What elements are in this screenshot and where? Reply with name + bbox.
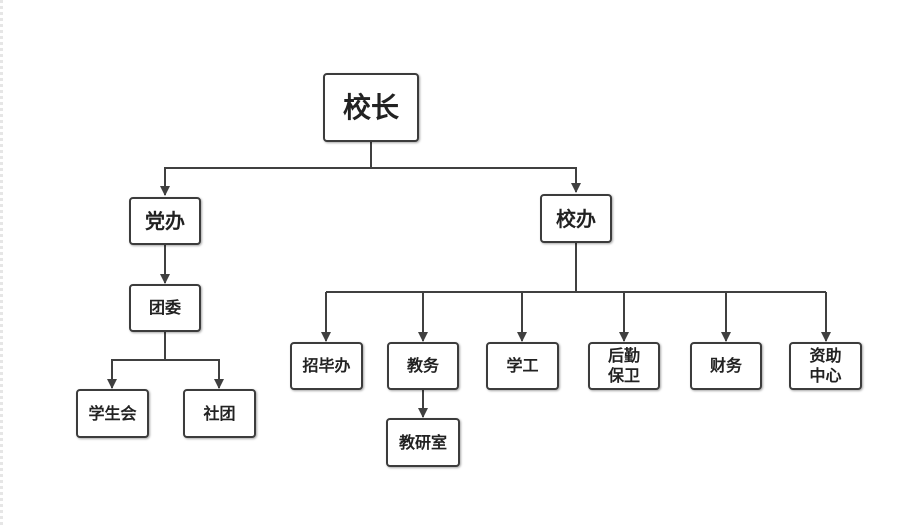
node-principal-label: 校长 bbox=[342, 90, 399, 124]
node-student-union[interactable]: 学生会 bbox=[76, 389, 149, 438]
node-student-affairs-label: 学工 bbox=[506, 356, 539, 375]
connector-principal-office-bus bbox=[326, 243, 826, 293]
node-student-union-label: 学生会 bbox=[88, 403, 137, 423]
connector-root-to-party-office bbox=[160, 141, 372, 196]
node-logistics-security-label: 后勤 保卫 bbox=[607, 346, 640, 385]
connector-youth-league-to-clubs bbox=[165, 359, 224, 389]
connector-root-to-principal-office bbox=[371, 167, 581, 193]
node-teaching-research-office-label: 教研室 bbox=[398, 432, 447, 452]
node-principal-office-label: 校办 bbox=[556, 206, 596, 231]
node-youth-league-label: 团委 bbox=[148, 298, 181, 317]
node-teaching-research-office[interactable]: 教研室 bbox=[386, 418, 460, 467]
node-finance[interactable]: 财务 bbox=[690, 342, 762, 390]
node-aid-center-label: 资助 中心 bbox=[809, 346, 842, 385]
node-admissions-label: 招毕办 bbox=[302, 356, 351, 375]
node-academic-affairs-label: 教务 bbox=[406, 356, 439, 375]
node-logistics-security[interactable]: 后勤 保卫 bbox=[588, 342, 660, 390]
node-finance-label: 财务 bbox=[709, 356, 742, 375]
node-clubs[interactable]: 社团 bbox=[183, 389, 256, 438]
connector-youth-league-to-student-union bbox=[107, 332, 166, 389]
node-youth-league[interactable]: 团委 bbox=[129, 284, 201, 332]
node-academic-affairs[interactable]: 教务 bbox=[387, 342, 459, 390]
node-admissions[interactable]: 招毕办 bbox=[290, 342, 363, 390]
node-principal[interactable]: 校长 bbox=[323, 73, 419, 142]
node-clubs-label: 社团 bbox=[203, 403, 236, 423]
node-student-affairs[interactable]: 学工 bbox=[486, 342, 559, 390]
node-party-office-label: 党办 bbox=[145, 209, 185, 233]
node-principal-office[interactable]: 校办 bbox=[540, 194, 612, 243]
node-aid-center[interactable]: 资助 中心 bbox=[789, 342, 862, 390]
left-edge-divider bbox=[0, 0, 3, 525]
node-party-office[interactable]: 党办 bbox=[129, 197, 201, 245]
